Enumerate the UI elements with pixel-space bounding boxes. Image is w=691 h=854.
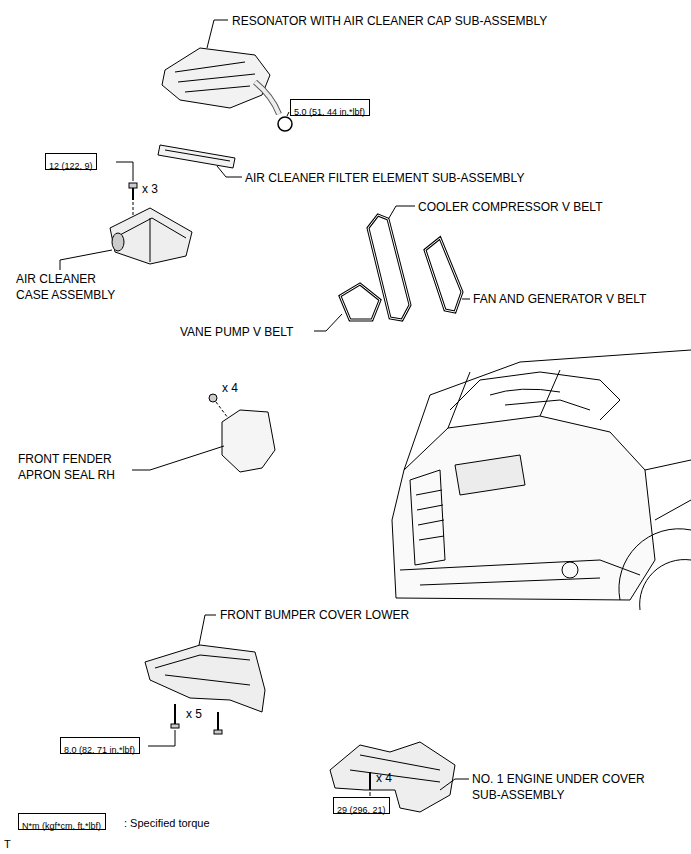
- air-cleaner-case: [60, 162, 192, 270]
- torque-box: 12 (122, 9): [45, 153, 97, 170]
- torque-value: 12 (122, 9): [49, 160, 93, 173]
- bolt-symbol: [369, 772, 371, 790]
- leader-line: [314, 314, 342, 331]
- part-label: T: [4, 836, 11, 852]
- leader-line: [462, 299, 470, 300]
- torque-box: 5.0 (51, 44 in.*lbf): [290, 99, 370, 116]
- torque-value: 29 (296, 21): [337, 804, 386, 817]
- torque-box: N*m (kgf*cm, ft.*lbf): [18, 813, 106, 830]
- leader-line: [370, 792, 371, 796]
- cooler-compressor-belt: [368, 215, 410, 320]
- part-label: RESONATOR WITH AIR CLEANER CAP SUB-ASSEM…: [232, 13, 547, 29]
- bolt-symbol: [174, 704, 176, 724]
- fan-generator-belt: [425, 238, 462, 312]
- cooler-compressor-belt: [368, 215, 410, 320]
- part-label: AIR CLEANER FILTER ELEMENT SUB-ASSEMBLY: [245, 170, 524, 186]
- filter-pleats: [165, 150, 230, 161]
- part-label: NO. 1 ENGINE UNDER COVER SUB-ASSEMBLY: [472, 771, 657, 803]
- headlight: [455, 455, 525, 495]
- under-cover-detail: [350, 755, 440, 782]
- leader-line: [389, 206, 415, 218]
- grille: [410, 470, 445, 565]
- case-shape: [110, 208, 192, 264]
- bumper: [400, 560, 640, 585]
- resonator: [162, 20, 292, 131]
- resonator-body: [162, 48, 270, 108]
- apron-seal-shape: [222, 410, 275, 472]
- fan-generator-belt: [425, 238, 462, 312]
- vane-pump-belt: [340, 284, 380, 320]
- bolt-symbol: [129, 183, 137, 188]
- leader-line: [60, 250, 112, 270]
- part-label: VANE PUMP V BELT: [180, 324, 293, 340]
- leader-line: [116, 162, 133, 181]
- part-label: : Specified torque: [124, 815, 210, 831]
- torque-value: 5.0 (51, 44 in.*lbf): [294, 106, 365, 119]
- leader-line: [287, 112, 289, 116]
- part-label: x 3: [142, 181, 158, 197]
- bumper-cover-shape: [145, 645, 265, 712]
- case-detail: [118, 218, 186, 262]
- leader-line: [132, 446, 224, 470]
- leader-line: [440, 779, 469, 790]
- filter-element: [158, 145, 242, 177]
- part-label: FRONT FENDER APRON SEAL RH: [18, 451, 128, 483]
- part-label: FRONT BUMPER COVER LOWER: [220, 607, 409, 623]
- bolt-symbol: [217, 712, 219, 730]
- part-label: x 4: [376, 770, 392, 786]
- bumper-cover-detail: [155, 655, 250, 685]
- wheel: [619, 529, 691, 600]
- leader-line: [217, 166, 242, 177]
- part-label: x 4: [222, 380, 238, 396]
- part-label: x 5: [186, 706, 202, 722]
- fog-light: [562, 562, 578, 578]
- resonator-ribs: [175, 62, 255, 92]
- vehicle-front: [392, 350, 691, 610]
- bolt-symbol: [132, 188, 134, 200]
- torque-value: N*m (kgf*cm, ft.*lbf): [22, 820, 101, 833]
- part-label: AIR CLEANER CASE ASSEMBLY: [16, 271, 124, 303]
- wheel: [640, 560, 691, 610]
- bolt-symbol: [171, 724, 179, 728]
- apron-seal: [132, 394, 275, 472]
- filter-element-shape: [158, 145, 235, 168]
- torque-box: 8.0 (82, 71 in.*lbf): [60, 737, 140, 754]
- vane-pump-belt: [340, 284, 380, 320]
- fender: [645, 460, 691, 520]
- part-label: COOLER COMPRESSOR V BELT: [418, 199, 602, 215]
- case-inlet: [112, 233, 124, 251]
- torque-box: 29 (296, 21): [333, 797, 390, 814]
- v-belts: [314, 206, 470, 331]
- vehicle-hood: [404, 350, 691, 470]
- resonator-hose: [255, 82, 279, 114]
- hose-clamp: [278, 117, 292, 131]
- leader-line: [199, 615, 216, 645]
- part-label: FAN AND GENERATOR V BELT: [473, 291, 646, 307]
- clip-symbol: [209, 394, 217, 402]
- resonator-hose: [255, 82, 279, 114]
- leader-line: [207, 20, 228, 48]
- dash-line: [216, 402, 228, 418]
- bumper-cover-lower: [145, 615, 265, 746]
- torque-value: 8.0 (82, 71 in.*lbf): [64, 744, 135, 757]
- leader-line: [148, 730, 175, 746]
- vehicle-body: [392, 416, 655, 600]
- bolt-symbol: [214, 730, 222, 734]
- engine-bay: [450, 372, 620, 420]
